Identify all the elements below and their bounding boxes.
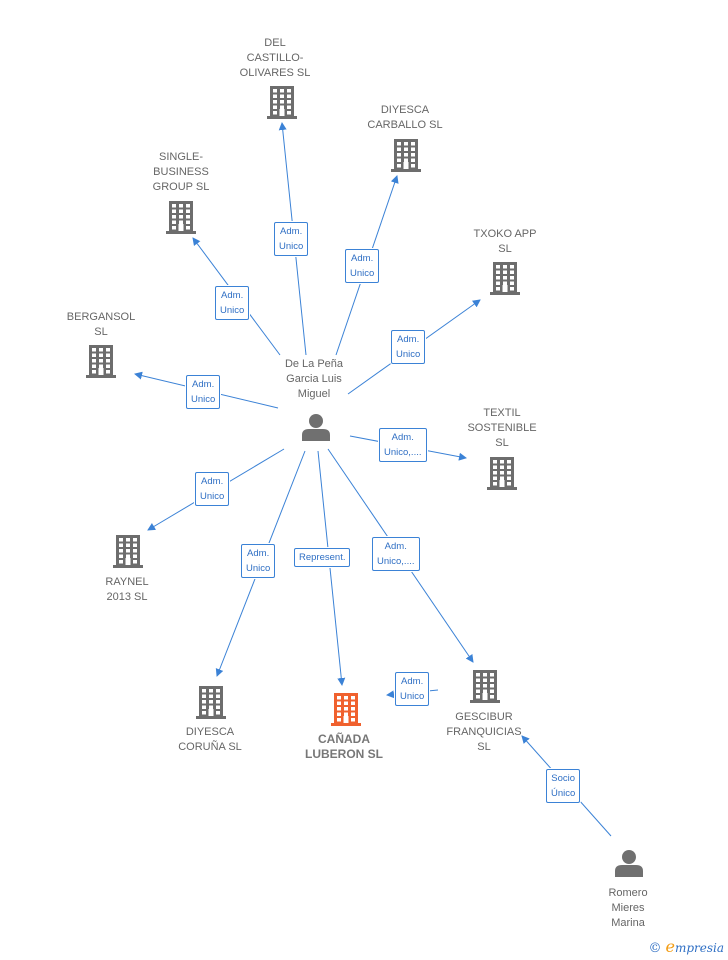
node-label-de-la-pena[interactable]: De La Peña Garcia Luis Miguel [284, 358, 344, 400]
edge-label-del-castillo[interactable]: Adm. Unico [274, 222, 309, 256]
building-icon-gescibur [470, 670, 500, 703]
edge-label-txoko[interactable]: Adm. Unico [391, 330, 426, 364]
copyright-symbol: © [648, 941, 662, 956]
edge-label-diyesca-carballo[interactable]: Adm. Unico [345, 249, 380, 283]
edge-label-bergansol[interactable]: Adm. Unico [186, 375, 221, 409]
edge-line-canada [317, 450, 346, 686]
node-label-txoko[interactable]: TXOKO APP SL [473, 228, 537, 255]
edge-label-diyesca-coruna[interactable]: Adm. Unico [241, 544, 276, 578]
node-label-canada[interactable]: CAÑADA LUBERON SL [305, 732, 383, 761]
building-icon-del-castillo [267, 86, 297, 119]
brand-initial: e [665, 937, 675, 956]
building-icon-diyesca-carballo [391, 139, 421, 172]
node-label-diyesca-carballo[interactable]: DIYESCA CARBALLO SL [367, 104, 443, 131]
node-label-romero[interactable]: Romero Mieres Marina [608, 887, 648, 929]
brand-name: mpresia [674, 941, 724, 955]
brand-logo: ©empresia [648, 937, 724, 956]
node-label-textil[interactable]: TEXTIL SOSTENIBLE SL [467, 407, 537, 449]
edge-label-raynel[interactable]: Adm. Unico [195, 472, 230, 506]
edge-label-gescibur-canada[interactable]: Adm. Unico [395, 672, 430, 706]
node-label-single-business[interactable]: SINGLE- BUSINESS GROUP SL [152, 151, 210, 193]
person-icon-de-la-pena [302, 414, 330, 441]
building-icon-raynel [113, 535, 143, 568]
building-icon-txoko [490, 262, 520, 295]
edge-label-romero-gescibur[interactable]: Socio Único [546, 769, 581, 803]
node-label-raynel[interactable]: RAYNEL 2013 SL [105, 576, 149, 603]
building-icon-single-business [166, 201, 196, 234]
building-icon-canada [331, 693, 361, 726]
edge-label-single-business[interactable]: Adm. Unico [215, 286, 250, 320]
building-icon-bergansol [86, 345, 116, 378]
edge-label-canada[interactable]: Represent. [294, 548, 351, 567]
node-label-del-castillo[interactable]: DEL CASTILLO- OLIVARES SL [239, 37, 311, 79]
edge-label-textil[interactable]: Adm. Unico,.... [379, 428, 427, 462]
building-icon-textil [487, 457, 517, 490]
node-label-gescibur[interactable]: GESCIBUR FRANQUICIAS SL [446, 711, 522, 753]
edge-label-gescibur[interactable]: Adm. Unico,.... [372, 537, 420, 571]
person-icon-romero [615, 850, 643, 877]
node-label-bergansol[interactable]: BERGANSOL SL [66, 311, 136, 338]
building-icon-diyesca-coruna [196, 686, 226, 719]
node-label-diyesca-coruna[interactable]: DIYESCA CORUÑA SL [178, 726, 242, 753]
